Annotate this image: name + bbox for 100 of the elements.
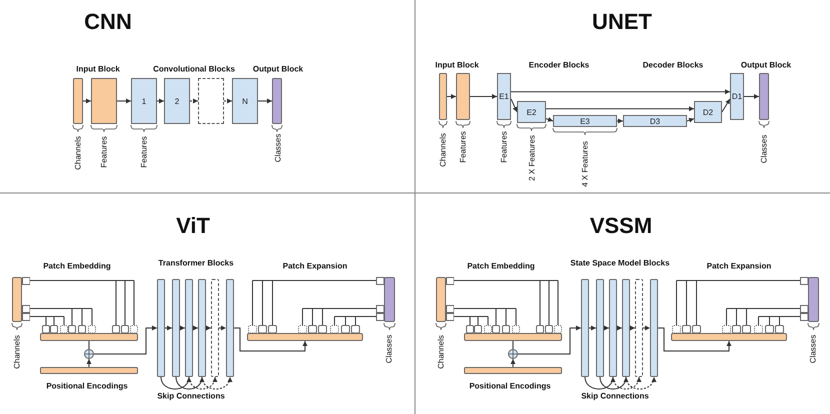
arrow: [686, 118, 694, 123]
section-heading: Output Block: [740, 60, 792, 70]
output-bar: [272, 78, 282, 124]
wiring-line: [30, 280, 134, 326]
panel-title: UNET: [592, 9, 652, 35]
output-bar: [800, 277, 819, 322]
patch-embedding-bar: [40, 325, 138, 341]
conv-block: 2: [164, 78, 190, 124]
arrow: [546, 106, 694, 112]
dimension-label: Classes: [274, 134, 282, 162]
adder-circle: [84, 349, 94, 359]
skip-arrow: [626, 376, 656, 390]
dimension-label: 4 X Features: [580, 141, 590, 187]
arrow: [470, 94, 498, 99]
output-bar: [376, 277, 395, 322]
decoder-block: D3: [623, 115, 687, 127]
arrow: [722, 98, 730, 112]
dimension-label: Channels: [436, 335, 446, 369]
wiring-line: [252, 280, 376, 326]
arrow: [94, 326, 158, 354]
dimension-label: 2 X Features: [528, 135, 536, 181]
arrow: [658, 328, 732, 352]
encoding-bar: [40, 367, 138, 374]
arrow: [82, 98, 92, 104]
transformer-block: [198, 279, 206, 377]
arrow: [218, 326, 226, 330]
dimension-label: Features: [140, 136, 148, 168]
ssm-block: [650, 279, 658, 377]
skip-arrow: [202, 376, 232, 390]
encoder-block: E2: [517, 101, 546, 123]
encoding-bar: [464, 367, 562, 374]
section-heading: Skip Connections: [157, 392, 225, 400]
dimension-label: Classes: [808, 334, 818, 364]
dimension-label: Channels: [74, 136, 82, 170]
input-bar: [73, 78, 83, 124]
section-heading: Convolutional Blocks: [153, 64, 235, 74]
conv-block: 1: [131, 78, 157, 124]
input-block: [91, 78, 117, 124]
arrow: [546, 117, 554, 122]
arrow: [258, 98, 272, 104]
wiring-line: [454, 280, 558, 326]
section-heading: State Space Model Blocks: [570, 258, 670, 268]
dimension-label: Channels: [438, 133, 448, 167]
placeholder-block: [635, 279, 643, 377]
skip-arrow: [600, 376, 628, 390]
output-bar: [759, 73, 769, 120]
dimension-label: Classes: [384, 334, 394, 364]
decoder-block: D2: [694, 101, 722, 123]
section-heading: Positional Encodings: [46, 382, 128, 390]
panel-title: ViT: [176, 213, 210, 239]
encoder-block: E1: [497, 73, 511, 120]
arrow: [630, 326, 636, 330]
arrow: [234, 328, 308, 352]
section-heading: Patch Embedding: [43, 262, 111, 270]
skip-arrow: [188, 376, 217, 390]
section-heading: Output Block: [252, 64, 304, 74]
arrow: [510, 358, 516, 368]
connector-line: [88, 340, 90, 350]
section-heading: Input Block: [76, 64, 120, 74]
encoder-block: E3: [553, 115, 617, 127]
dimension-label: Classes: [760, 134, 768, 164]
input-bar: [436, 277, 454, 322]
section-heading: Transformer Blocks: [158, 258, 234, 268]
patch-expansion-bar: [671, 325, 787, 341]
connector-line: [512, 340, 514, 350]
section-heading: Decoder Blocks: [642, 60, 704, 70]
skip-arrow: [584, 376, 615, 390]
arrow: [604, 326, 610, 330]
panel-title: VSSM: [590, 213, 652, 239]
arrow: [180, 326, 186, 330]
placeholder-block: [211, 279, 219, 377]
transformer-block: [185, 279, 193, 377]
dimension-label: Features: [500, 131, 508, 163]
arrow: [642, 326, 650, 330]
dimension-label: Channels: [12, 335, 22, 369]
dimension-label: Features: [100, 136, 108, 168]
skip-arrow: [160, 376, 191, 390]
transformer-block: [226, 279, 234, 377]
patch-embedding-bar: [464, 325, 562, 341]
arrow: [616, 118, 624, 124]
arrow: [86, 358, 92, 368]
arrow: [206, 326, 212, 330]
placeholder-block: [198, 78, 224, 124]
dimension-label: Features: [458, 131, 468, 163]
ssm-block: [622, 279, 630, 377]
section-heading: Patch Expansion: [706, 262, 772, 270]
section-heading: Patch Expansion: [282, 262, 348, 270]
arrow: [156, 98, 164, 104]
arrow: [510, 89, 730, 94]
ssm-block: [596, 279, 604, 377]
decoder-block: D1: [730, 73, 744, 120]
input-bar: [439, 73, 447, 120]
skip-arrow: [612, 376, 641, 390]
arrow: [744, 94, 760, 99]
section-heading: Skip Connections: [581, 392, 649, 400]
panel-title: CNN: [84, 9, 132, 35]
section-heading: Input Block: [435, 60, 479, 70]
section-heading: Encoder Blocks: [528, 60, 590, 70]
arrow: [164, 326, 172, 330]
arrow: [190, 98, 198, 104]
